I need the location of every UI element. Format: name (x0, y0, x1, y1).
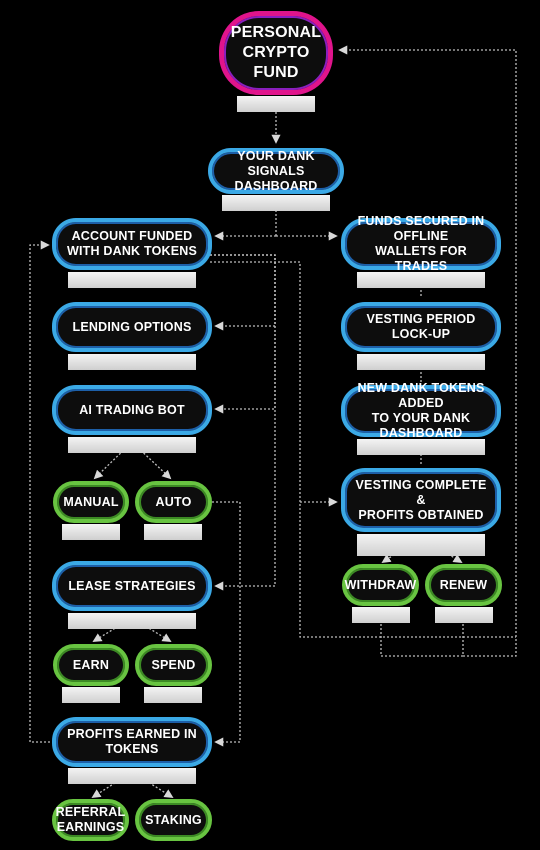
earn-node: EARN (53, 644, 129, 686)
lease-strategies-shelf (68, 613, 196, 629)
lending-options-label: LENDING OPTIONS (72, 319, 192, 334)
referral-earnings-label: REFERRAL EARNINGS (55, 805, 126, 834)
vesting-complete-node: VESTING COMPLETE & PROFITS OBTAINED (341, 468, 501, 532)
account-funded-node: ACCOUNT FUNDED WITH DANK TOKENS (52, 218, 212, 270)
renew-shelf (435, 607, 493, 623)
connector-auto-profits (212, 501, 241, 747)
dashboard-label: YOUR DANK SIGNALS DASHBOARD (234, 148, 318, 193)
connector-renew-fund (338, 45, 517, 657)
connector-account-complete (210, 261, 516, 638)
profits-earned-label: PROFITS EARNED IN TOKENS (67, 727, 197, 756)
funds-secured-node: FUNDS SECURED IN OFFLINE WALLETS FOR TRA… (341, 214, 501, 273)
earn-label: EARN (72, 657, 110, 672)
renew-node: RENEW (425, 564, 502, 606)
personal-crypto-fund-label: PERSONAL CRYPTO FUND (230, 24, 322, 81)
account-funded-shelf (68, 272, 196, 288)
new-dank-tokens-label: NEW DANK TOKENS ADDED TO YOUR DANK DASHB… (357, 381, 485, 440)
manual-shelf (62, 524, 120, 540)
vesting-lockup-label: VESTING PERIOD LOCK-UP (366, 312, 476, 341)
connector-withdraw-renew (380, 610, 468, 657)
auto-label: AUTO (155, 494, 192, 509)
spend-label: SPEND (151, 657, 196, 672)
manual-node: MANUAL (53, 481, 129, 523)
vesting-lockup-shelf (357, 354, 485, 370)
withdraw-shelf (352, 607, 410, 623)
profits-earned-node: PROFITS EARNED IN TOKENS (52, 717, 212, 767)
vesting-lockup-node: VESTING PERIOD LOCK-UP (341, 302, 501, 352)
referral-earnings-node: REFERRAL EARNINGS (52, 799, 129, 841)
ai-trading-bot-node: AI TRADING BOT (52, 385, 212, 435)
ai-trading-bot-shelf (68, 437, 196, 453)
funds-secured-label: FUNDS SECURED IN OFFLINE WALLETS FOR TRA… (357, 214, 485, 273)
personal-crypto-fund-node: PERSONAL CRYPTO FUND (219, 11, 333, 95)
personal-crypto-fund-shelf (237, 96, 315, 112)
lease-strategies-node: LEASE STRATEGIES (52, 561, 212, 611)
ai-trading-bot-label: AI TRADING BOT (79, 402, 185, 417)
spend-node: SPEND (135, 644, 212, 686)
connector-account-lending (210, 254, 276, 331)
new-dank-tokens-node: NEW DANK TOKENS ADDED TO YOUR DANK DASHB… (341, 381, 501, 440)
lending-options-shelf (68, 354, 196, 370)
profits-earned-shelf (68, 768, 196, 784)
vesting-complete-label: VESTING COMPLETE & PROFITS OBTAINED (355, 477, 487, 522)
earn-shelf (62, 687, 120, 703)
connector-account-lease (210, 254, 276, 591)
dashboard-node: YOUR DANK SIGNALS DASHBOARD (208, 148, 344, 194)
connector-profits-account (29, 240, 54, 743)
account-funded-label: ACCOUNT FUNDED WITH DANK TOKENS (66, 229, 198, 258)
connector-lease-spend (131, 617, 172, 642)
staking-label: STAKING (145, 812, 202, 827)
staking-node: STAKING (135, 799, 212, 841)
connector-complete-withdraw (381, 536, 422, 564)
new-dank-tokens-shelf (357, 439, 485, 455)
renew-label: RENEW (439, 577, 488, 592)
lease-strategies-label: LEASE STRATEGIES (68, 578, 196, 593)
lending-options-node: LENDING OPTIONS (52, 302, 212, 352)
connector-lease-earn (92, 617, 133, 642)
spend-shelf (144, 687, 202, 703)
withdraw-node: WITHDRAW (342, 564, 419, 606)
withdraw-label: WITHDRAW (344, 577, 417, 592)
auto-node: AUTO (135, 481, 212, 523)
dashboard-shelf (222, 195, 330, 211)
connector-account-aibot (210, 254, 276, 414)
funds-secured-shelf (357, 272, 485, 288)
auto-shelf (144, 524, 202, 540)
vesting-complete-shelf (357, 534, 485, 556)
manual-label: MANUAL (63, 494, 119, 509)
